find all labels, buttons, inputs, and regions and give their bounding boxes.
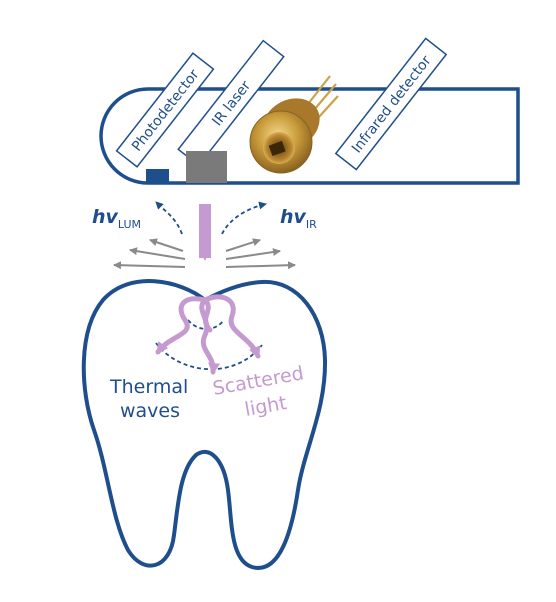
photodetector-element — [146, 169, 169, 183]
infrared-emission-arrow — [221, 201, 267, 235]
reflected-ray-right-1 — [225, 238, 261, 252]
hv-ir-main: hv — [280, 206, 307, 228]
hv-lum-label: hvLUM — [92, 206, 141, 231]
reflected-ray-left-2 — [129, 247, 186, 260]
luminescence-emission-arrow — [155, 201, 183, 235]
thermal-waves-label-line2: waves — [120, 400, 180, 422]
reflected-ray-left-1 — [149, 238, 184, 252]
reflected-ray-right-3 — [225, 261, 296, 270]
tooth-outline — [81, 279, 328, 570]
probe-housing — [99, 87, 520, 185]
hv-lum-sub: LUM — [118, 218, 141, 231]
infrared-detector-element — [249, 75, 339, 174]
infrared-detector-label: Infrared detector — [349, 53, 435, 157]
hv-lum-main: hv — [92, 206, 119, 228]
hv-ir-sub: IR — [306, 218, 317, 231]
hv-ir-label: hvIR — [280, 206, 317, 231]
reflected-ray-right-2 — [225, 248, 281, 260]
scattered-light-label-line2: light — [243, 392, 288, 421]
infrared-detector-label-box: Infrared detector — [334, 37, 448, 171]
reflected-ray-left-3 — [113, 261, 186, 270]
ir-laser-element — [186, 151, 227, 183]
thermal-waves-label-line1: Thermal — [109, 376, 188, 398]
scattered-light-paths — [155, 294, 261, 375]
